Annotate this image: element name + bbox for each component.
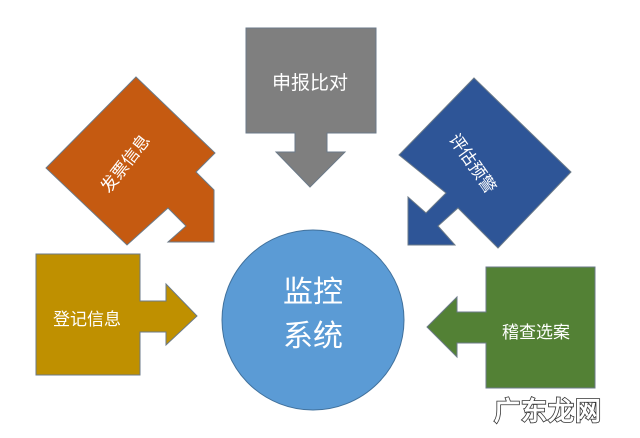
- invoice-arrow-shape: [45, 76, 216, 246]
- audit-arrow-shape: [426, 266, 596, 389]
- monitoring-system-circle: [221, 229, 405, 411]
- center-label-line2: 系统: [283, 319, 343, 354]
- watermark-logo: 广东龙网: [493, 396, 602, 428]
- monitoring-system-label: 监控 系统: [263, 271, 363, 359]
- assessment-arrow-shape: [398, 77, 572, 249]
- audit-label: 稽查选案: [502, 323, 570, 343]
- center-label-line1: 监控: [283, 275, 343, 310]
- registration-label: 登记信息: [53, 310, 121, 330]
- registration-arrow-shape: [35, 253, 198, 376]
- declaration-arrow-shape: [245, 27, 377, 188]
- declaration-label: 申报比对: [272, 72, 349, 94]
